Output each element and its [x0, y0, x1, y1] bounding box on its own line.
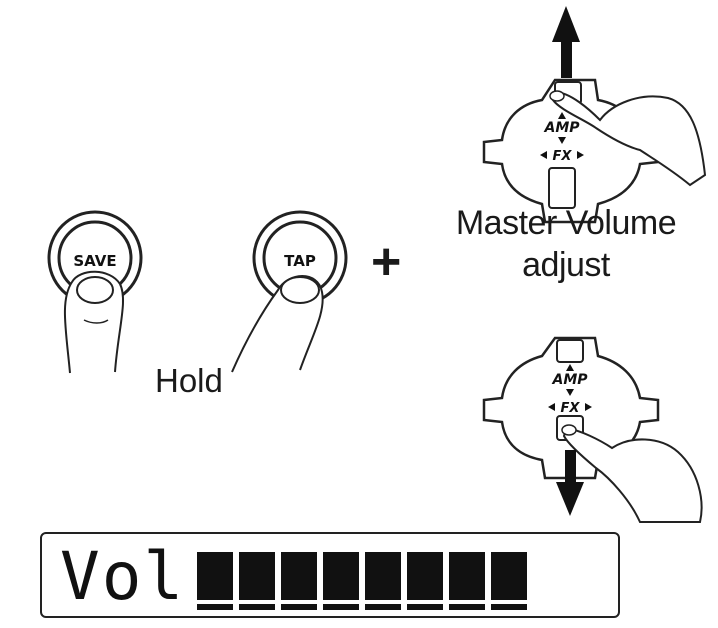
- tap-button-label: TAP: [284, 252, 316, 270]
- arrow-up-icon: [552, 6, 580, 78]
- save-button-label: SAVE: [73, 252, 116, 270]
- hand-icon: [551, 90, 707, 187]
- hold-label: Hold: [155, 362, 223, 399]
- volume-block: [407, 552, 443, 604]
- master-volume-line1: Master Volume: [455, 204, 677, 242]
- lcd-display: Vol: [40, 532, 620, 618]
- volume-block: [491, 552, 527, 604]
- arrow-down-icon: [556, 450, 584, 516]
- fx-label: FX: [561, 401, 581, 416]
- amp-label: AMP: [551, 372, 588, 388]
- master-volume-label: Master Volume adjust: [436, 202, 696, 286]
- volume-block: [281, 552, 317, 604]
- amp-label: AMP: [543, 120, 580, 136]
- volume-bar: [197, 552, 527, 604]
- plus-symbol: +: [371, 233, 402, 291]
- volume-block: [365, 552, 401, 604]
- volume-block: [449, 552, 485, 604]
- volume-block: [239, 552, 275, 604]
- fx-label: FX: [553, 149, 573, 164]
- volume-block: [323, 552, 359, 604]
- volume-block: [197, 552, 233, 604]
- lcd-text: Vol: [60, 538, 186, 615]
- master-volume-line2: adjust: [522, 246, 610, 284]
- hand-icon: [562, 426, 703, 523]
- tap-button[interactable]: TAP: [252, 210, 348, 306]
